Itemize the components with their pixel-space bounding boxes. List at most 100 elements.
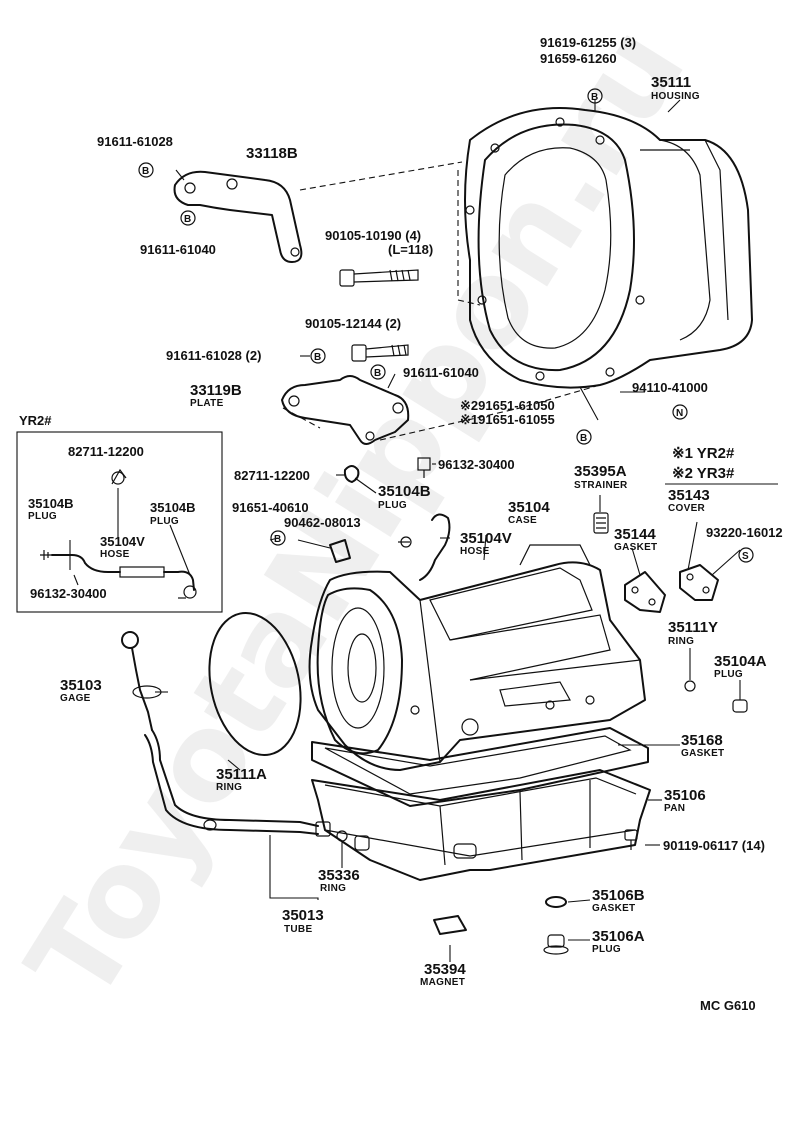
label-90105-10190-sub: (L=118) [388,242,433,257]
label-35111y-sub: RING [668,636,694,647]
label-35144: 35144 [614,526,656,543]
label-35013-sub: TUBE [284,924,312,935]
svg-text:B: B [314,352,321,363]
union-90462[interactable] [329,539,351,563]
label-inset-96132: 96132-30400 [30,586,107,601]
svg-text:B: B [274,534,281,545]
label-35104v: 35104V [460,530,512,547]
bracket-33118b[interactable] [173,170,303,263]
label-35104v-sub: HOSE [460,546,490,557]
bolt-90105-10190[interactable] [339,269,419,287]
label-90105-10190: 90105-10190 (4) [325,228,421,243]
label-35104b-plug: 35104B [378,483,431,500]
label-inset-35104v: 35104V [100,534,145,549]
transmission-case-35104[interactable] [308,544,646,771]
legend-line2: ※2 YR3# [672,465,735,482]
label-35394-sub: MAGNET [420,977,465,988]
magnet-35394[interactable] [433,915,467,935]
label-91611-61040-b: 91611-61040 [403,365,479,380]
label-35111a-sub: RING [216,782,242,793]
bolt-90105-12144[interactable] [351,344,409,362]
label-inset-35104b-right: 35104B [150,500,196,515]
ring-35111a[interactable] [197,604,313,763]
label-291651-61050: ※291651-61050 [460,398,555,413]
label-35104-sub: CASE [508,515,537,526]
diagram-code: MC G610 [700,998,756,1013]
gasket-35106b[interactable] [545,896,567,908]
strainer-35395a[interactable] [593,512,609,534]
label-93220-16012: 93220-16012 [706,525,783,540]
svg-text:B: B [142,166,149,177]
label-35106a: 35106A [592,928,645,945]
label-35106a-sub: PLUG [592,944,621,955]
label-91651-40610: 91651-40610 [232,500,309,515]
label-90119-06117: 90119-06117 (14) [663,838,765,853]
bolt-90119[interactable] [624,829,638,850]
label-35168: 35168 [681,732,723,749]
svg-text:B: B [184,214,191,225]
label-91611-61028-b: 91611-61028 (2) [166,348,261,363]
label-35104: 35104 [508,499,550,516]
label-35143: 35143 [668,487,710,504]
label-35103-sub: GAGE [60,693,91,704]
ring-35111y[interactable] [684,680,696,692]
ring-35336[interactable] [336,830,348,842]
label-35336: 35336 [318,867,360,884]
inset-hose-assembly[interactable] [40,468,197,599]
svg-text:B: B [580,433,587,444]
bolt-symbol-91611-61028-a: B [138,162,154,178]
gasket-35168[interactable] [311,727,649,807]
label-94110-41000: 94110-41000 [632,380,708,395]
bolt-symbol-91651-6105x: B [576,429,592,445]
svg-text:S: S [742,551,749,562]
label-35336-sub: RING [320,883,346,894]
label-inset-35104b-right-sub: PLUG [150,516,179,527]
svg-text:B: B [374,368,381,379]
bolt-symbol-91651-40610: B [270,530,286,546]
drain-plug-35106a[interactable] [543,934,569,955]
label-191651-61055: ※191651-61055 [460,412,555,427]
label-35394: 35394 [424,961,466,978]
label-35144-sub: GASKET [614,542,657,553]
label-35111a: 35111A [216,766,267,783]
label-35103: 35103 [60,677,102,694]
label-35111-sub: HOUSING [651,91,700,102]
label-96132-30400: 96132-30400 [438,457,515,472]
svg-text:N: N [676,408,683,419]
label-33119b-sub: PLATE [190,398,224,409]
label-inset-35104v-sub: HOSE [100,549,130,560]
filler-tube-35013[interactable] [144,729,331,837]
plate-33119b[interactable] [281,375,410,445]
clip-82711[interactable] [343,465,360,483]
bolt-symbol-91611-61040-b: B [370,364,386,380]
label-35143-sub: COVER [668,503,706,514]
housing-part[interactable] [464,107,753,389]
label-90462-08013: 90462-08013 [284,515,361,530]
label-35104a-sub: PLUG [714,669,743,680]
plug-96132[interactable] [417,457,431,478]
label-inset-35104b-left-sub: PLUG [28,511,57,522]
plug-35104a[interactable] [732,699,748,713]
label-35106b: 35106B [592,887,645,904]
label-inset-35104b-left: 35104B [28,496,74,511]
bolt-symbol-91611-61040-a: B [180,210,196,226]
label-35104a: 35104A [714,653,767,670]
cover-35143[interactable] [679,564,719,601]
bolt-symbol-91619: B [587,88,603,104]
label-35111y: 35111Y [668,619,718,636]
label-35106: 35106 [664,787,706,804]
label-35013: 35013 [282,907,324,924]
label-91659-61260: 91659-61260 [540,51,617,66]
screw-symbol-93220: S [738,547,754,563]
case-hose-35104v[interactable] [398,513,451,581]
label-82711-12200: 82711-12200 [234,468,310,483]
label-91611-61040-a: 91611-61040 [140,242,216,257]
gasket-35144[interactable] [624,571,666,613]
legend-line1: ※1 YR2# [672,445,735,462]
label-35168-sub: GASKET [681,748,724,759]
oil-pan-35106[interactable] [311,769,651,881]
label-35111: 35111 [651,74,691,91]
label-91619-61255: 91619-61255 (3) [540,35,636,50]
